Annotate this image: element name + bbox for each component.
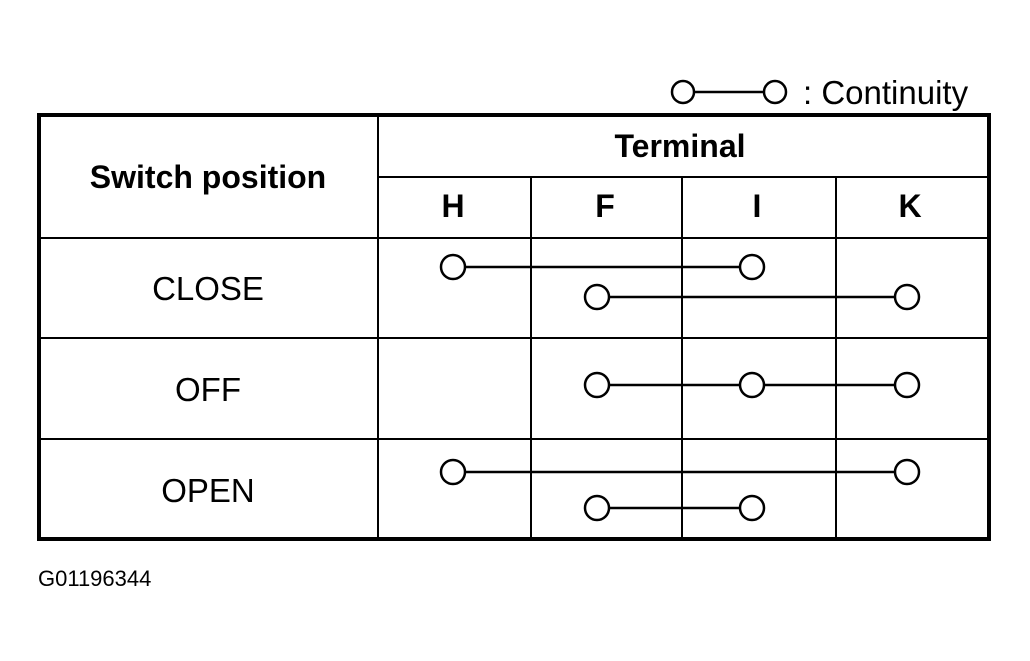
- figure-id: G01196344: [38, 566, 151, 591]
- legend-terminal-circle-right: [762, 79, 788, 105]
- position-close-label: CLOSE: [152, 270, 264, 307]
- legend: : Continuity: [670, 74, 969, 111]
- terminal-circle-close-f: [583, 283, 611, 311]
- terminal-circle-close-k: [893, 283, 921, 311]
- legend-terminal-circle-left: [670, 79, 696, 105]
- terminal-header: Terminal: [615, 128, 746, 164]
- position-open-label: OPEN: [161, 472, 255, 509]
- switch-position-header: Switch position: [90, 159, 326, 195]
- terminal-f-header: F: [595, 188, 615, 224]
- switch-table: Switch position Terminal H F I K CLOSE O…: [37, 113, 991, 541]
- terminal-circle-close-i: [738, 253, 766, 281]
- terminal-circle-off-k: [893, 371, 921, 399]
- terminal-circle-off-i: [738, 371, 766, 399]
- terminal-h-header: H: [441, 188, 464, 224]
- continuity-connections: [439, 253, 921, 522]
- terminal-circle-off-f: [583, 371, 611, 399]
- position-off-label: OFF: [175, 371, 241, 408]
- terminal-i-header: I: [753, 188, 762, 224]
- terminal-circle-open-i: [738, 494, 766, 522]
- terminal-k-header: K: [898, 188, 921, 224]
- terminal-circle-open-h: [439, 458, 467, 486]
- terminal-circle-close-h: [439, 253, 467, 281]
- terminal-circle-open-f: [583, 494, 611, 522]
- table-border: [37, 113, 991, 541]
- legend-label: : Continuity: [803, 74, 969, 111]
- terminal-circle-open-k: [893, 458, 921, 486]
